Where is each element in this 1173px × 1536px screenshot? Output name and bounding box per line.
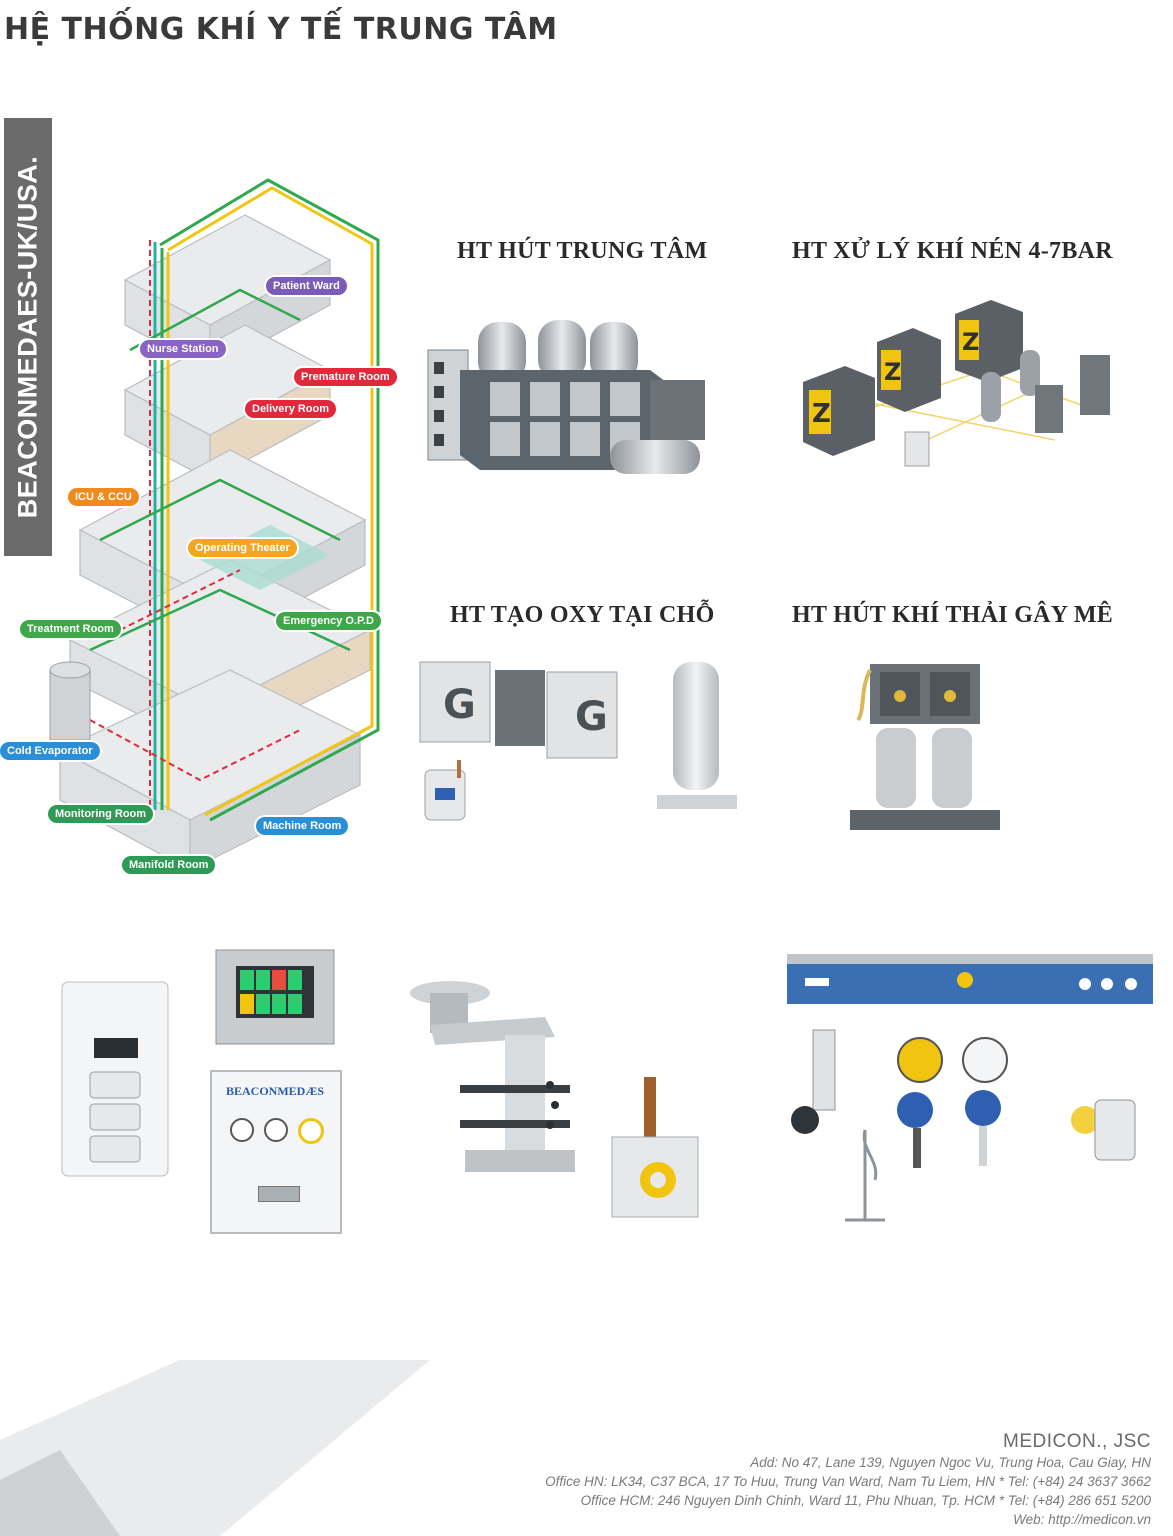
footer-address: Add: No 47, Lane 139, Nguyen Ngoc Vu, Tr… [750,1455,1151,1470]
room-label-premature-room: Premature Room [294,368,397,386]
room-label-operating-theater: Operating Theater [188,539,297,557]
heading-central-suction: HT HÚT TRUNG TÂM [457,238,708,264]
panel-gauges [230,1118,324,1144]
room-label-icu-ccu: ICU & CCU [68,488,139,506]
ceiling-pendant-image [410,981,575,1172]
heading-oxygen-generator: HT TẠO OXY TẠI CHỖ [450,602,715,628]
footer-decor [0,1360,430,1536]
beacon-logo: BEACONMEDÆS [226,1084,325,1098]
brand-side-band: BEACONMEDAES-UK/USA. [4,118,52,556]
room-label-patient-ward: Patient Ward [266,277,347,295]
central-suction-plant-image [427,320,705,474]
room-label-treatment-room: Treatment Room [20,620,121,638]
svg-text:Z: Z [884,358,901,386]
room-label-manifold-room: Manifold Room [122,856,216,874]
room-label-cold-evaporator: Cold Evaporator [0,742,100,760]
room-label-monitoring-room: Monitoring Room [48,805,154,823]
panel-display [258,1186,300,1202]
manifold-control-panel-image: BEACONMEDÆS [210,1070,342,1234]
room-label-machine-room: Machine Room [256,817,349,835]
zone-valve-box-image [61,981,169,1177]
room-label-delivery-room: Delivery Room [245,400,337,418]
gas-outlet-image [611,1077,699,1218]
bedhead-unit-accessories-image [787,954,1153,1222]
oxygen-generator-image: G G [419,661,737,821]
alarm-panel-image [215,949,335,1045]
footer-website[interactable]: Web: http://medicon.vn [1013,1512,1151,1527]
page-title: HỆ THỐNG KHÍ Y TẾ TRUNG TÂM [4,12,558,47]
agss-unit-image [850,664,1000,830]
svg-text:G: G [575,694,608,740]
compressed-air-plant-image: Z Z Z [803,300,1110,467]
svg-text:Z: Z [812,399,831,429]
footer-company-name: MEDICON., JSC [1003,1431,1151,1452]
footer-office-hcm: Office HCM: 246 Nguyen Dinh Chinh, Ward … [580,1493,1151,1508]
heading-agss: HT HÚT KHÍ THẢI GÂY MÊ [792,602,1114,628]
room-label-nurse-station: Nurse Station [140,340,226,358]
svg-text:G: G [443,682,476,728]
room-label-emergency-opd: Emergency O.P.D [276,612,381,630]
footer-office-hn: Office HN: LK34, C37 BCA, 17 To Huu, Tru… [545,1474,1151,1489]
svg-text:Z: Z [962,328,979,356]
heading-compressed-air: HT XỬ LÝ KHÍ NÉN 4-7BAR [792,238,1113,264]
hospital-gas-system-illustration [49,178,380,872]
